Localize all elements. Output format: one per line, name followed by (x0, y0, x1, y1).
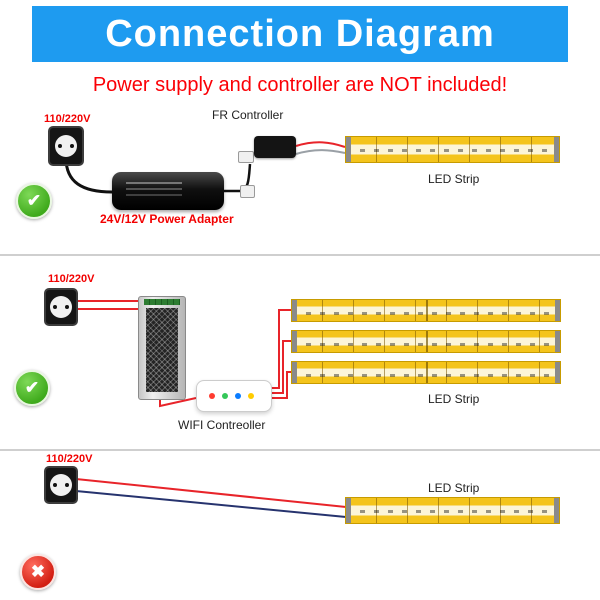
controller-input-connector (238, 151, 254, 163)
status-cross-icon: ✖ (20, 554, 56, 590)
disclaimer-text: Power supply and controller are NOT incl… (92, 74, 508, 96)
strip-joint (426, 300, 428, 321)
power-adapter (112, 172, 224, 210)
outlet-holes (58, 144, 62, 148)
psu-vent-mesh (146, 308, 178, 392)
wifi-controller (196, 380, 272, 412)
wifi-controller-label: WIFI Contreoller (178, 418, 266, 432)
led-strip-label: LED Strip (428, 481, 480, 495)
led-strip (291, 330, 561, 353)
voltage-label: 110/220V (46, 453, 93, 465)
status-check-icon: ✔ (16, 183, 52, 219)
section-divider (0, 449, 600, 451)
page-title: Connection Diagram (105, 12, 495, 55)
voltage-label: 110/220V (48, 273, 95, 285)
section-divider (0, 254, 600, 256)
header-banner: Connection Diagram (32, 6, 568, 62)
outlet-face (50, 474, 72, 496)
wall-outlet (44, 466, 78, 504)
led-strip (291, 299, 561, 322)
led-strip (291, 361, 561, 384)
fr-controller (254, 136, 296, 158)
fr-controller-label: FR Controller (212, 108, 284, 122)
strip-joint (426, 362, 428, 383)
led-strip-label: LED Strip (428, 172, 480, 186)
voltage-label: 110/220V (44, 113, 91, 125)
psu-terminals (144, 299, 180, 305)
status-check-icon: ✔ (14, 370, 50, 406)
led-strip (345, 497, 560, 524)
led-strip-label: LED Strip (428, 392, 480, 406)
adapter-label: 24V/12V Power Adapter (100, 212, 234, 226)
outlet-face (50, 296, 72, 318)
dc-plug-connector (240, 185, 255, 198)
wall-outlet (48, 126, 84, 166)
strip-joint (426, 331, 428, 352)
led-strip (345, 136, 560, 163)
outlet-holes (53, 483, 57, 487)
power-supply-unit (138, 296, 186, 400)
outlet-face (55, 135, 77, 157)
wall-outlet (44, 288, 78, 326)
outlet-holes (53, 305, 57, 309)
wifi-status-leds (209, 393, 215, 399)
